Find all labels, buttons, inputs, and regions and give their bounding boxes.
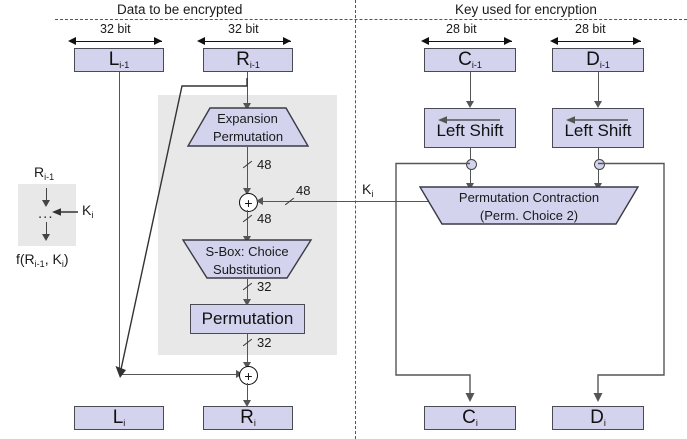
xor-feistel: + xyxy=(239,366,258,385)
label-subkey-ki: Ki xyxy=(362,181,374,199)
register-c-prev: Ci-1 xyxy=(424,48,516,72)
dim-arrow-left-key-right xyxy=(550,37,558,45)
line-expansion-to-xor xyxy=(247,147,248,191)
block-permutation: Permutation xyxy=(190,304,305,334)
divider-vertical xyxy=(355,0,356,439)
register-l-prev: Li-1 xyxy=(74,48,164,72)
line-xor2-to-r-next xyxy=(247,383,248,402)
block-left-shift-c: Left Shift xyxy=(424,108,516,148)
divider-horizontal xyxy=(55,19,687,20)
register-c-next: Ci xyxy=(424,406,516,430)
left-shift-d-rotate-icon xyxy=(566,116,628,124)
header-data-side: Data to be encrypted xyxy=(117,2,243,17)
line-l-prev-down xyxy=(119,72,120,374)
legend-line-output-down xyxy=(46,222,47,236)
label-bits-sbox-out: 32 xyxy=(257,279,272,294)
block-sbox xyxy=(181,239,313,279)
header-key-side: Key used for encryption xyxy=(455,2,597,17)
line-d-prev-down xyxy=(598,72,599,103)
label-expansion-line2: Permutation xyxy=(212,129,284,144)
line-c-prev-down xyxy=(470,72,471,103)
label-bits-subkey: 48 xyxy=(296,183,311,198)
register-r-prev: Ri-1 xyxy=(203,48,293,72)
line-sbox-to-permutation xyxy=(247,279,248,301)
dim-line-data-left xyxy=(74,41,162,42)
dim-line-key-left xyxy=(427,41,512,42)
line-r-prev-down xyxy=(247,72,248,105)
dim-arrow-left-data-right xyxy=(197,37,205,45)
arrow-expansion-into-xor xyxy=(243,188,251,195)
dim-label-data-left: 32 bit xyxy=(100,22,131,36)
arrow-xor2-into-r-next xyxy=(243,400,251,407)
label-contraction-line1: Permutation Contraction xyxy=(458,190,600,205)
arrow-c-prev-into-leftshift xyxy=(466,101,474,108)
arrow-subkey-into-xor xyxy=(256,197,263,205)
dim-label-key-left: 28 bit xyxy=(446,22,477,36)
dim-arrow-right-data-right xyxy=(283,37,291,45)
legend-line-input-down xyxy=(46,188,47,202)
legend-key-label: Ki xyxy=(82,202,94,220)
dim-line-data-right xyxy=(203,41,291,42)
label-expansion-line1: Expansion xyxy=(217,111,278,126)
block-expansion-permutation xyxy=(186,107,310,147)
dim-line-key-right xyxy=(556,41,641,42)
xor-data-subkey: + xyxy=(239,193,258,212)
legend-output-label: f(Ri-1, Ki) xyxy=(16,251,69,269)
register-r-next: Ri xyxy=(203,406,293,430)
line-xor-to-sbox xyxy=(247,210,248,239)
legend-key-arrow xyxy=(52,208,78,216)
register-l-next: Li xyxy=(74,406,164,430)
arrow-sbox-into-permutation xyxy=(243,299,251,306)
label-sbox-line1: S-Box: Choice xyxy=(205,244,289,259)
dim-arrow-right-data-left xyxy=(154,37,162,45)
label-bits-xor-out: 48 xyxy=(257,211,272,226)
label-contraction-line2: (Perm. Choice 2) xyxy=(479,208,579,223)
line-subkey-to-xor xyxy=(262,201,559,202)
line-l-prev-to-xor xyxy=(119,374,239,375)
dim-arrow-right-key-right xyxy=(633,37,641,45)
junction-dot-d xyxy=(594,159,605,170)
legend-input-label: Ri-1 xyxy=(34,164,55,182)
dim-arrow-left-data-left xyxy=(68,37,76,45)
dim-arrow-right-key-left xyxy=(504,37,512,45)
junction-dot-c xyxy=(466,159,477,170)
block-left-shift-d: Left Shift xyxy=(552,108,644,148)
arrow-d-prev-into-leftshift xyxy=(594,101,602,108)
legend-arrow-input xyxy=(42,200,50,207)
block-permutation-contraction xyxy=(418,186,640,225)
label-bits-exp-out: 48 xyxy=(257,157,272,172)
legend-arrow-output xyxy=(42,234,50,241)
label-sbox-line2: Substitution xyxy=(213,262,281,277)
dim-label-key-right: 28 bit xyxy=(575,22,606,36)
label-bits-perm-out: 32 xyxy=(257,335,272,350)
line-permutation-to-xor2 xyxy=(247,334,248,365)
dim-arrow-left-key-left xyxy=(421,37,429,45)
legend-ellipsis: ... xyxy=(38,205,54,222)
left-shift-c-rotate-icon xyxy=(438,116,500,124)
arrow-permutation-into-xor2 xyxy=(243,362,251,369)
register-d-next: Di xyxy=(552,406,644,430)
dim-label-data-right: 32 bit xyxy=(228,22,259,36)
arrow-r-prev-into-expansion xyxy=(243,103,251,110)
register-d-prev: Di-1 xyxy=(552,48,644,72)
